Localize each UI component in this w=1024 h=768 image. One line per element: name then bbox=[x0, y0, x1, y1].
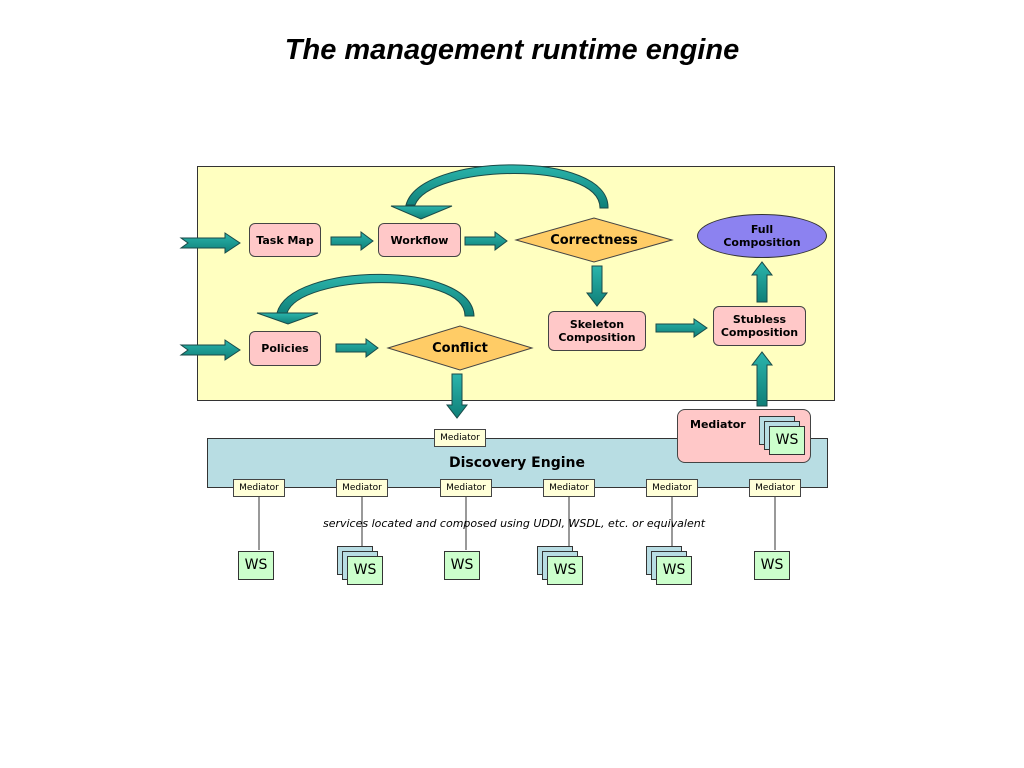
arrow-conflict-to-discovery bbox=[445, 373, 469, 419]
entry-arrow-policies bbox=[179, 339, 241, 361]
task-map-box: Task Map bbox=[249, 223, 321, 257]
mediator-5: Mediator bbox=[646, 479, 698, 497]
arrow-taskmap-to-workflow bbox=[330, 231, 374, 251]
ws-5: WS bbox=[656, 556, 692, 585]
arrow-workflow-to-correctness bbox=[464, 231, 508, 251]
workflow-box: Workflow bbox=[378, 223, 461, 257]
conflict-diamond bbox=[386, 325, 534, 371]
arrow-stubless-to-full bbox=[750, 261, 774, 303]
stubless-composition-box: Stubless Composition bbox=[713, 306, 806, 346]
services-caption: services located and composed using UDDI… bbox=[322, 517, 706, 530]
ws-3: WS bbox=[444, 551, 480, 580]
feedback-arrow-correctness-to-workflow bbox=[405, 164, 609, 209]
mediator-4: Mediator bbox=[543, 479, 595, 497]
mediator-panel-label: Mediator bbox=[690, 418, 746, 431]
ws-6: WS bbox=[754, 551, 790, 580]
mediator-2: Mediator bbox=[336, 479, 388, 497]
workflow-label: Workflow bbox=[390, 233, 449, 247]
full-composition-line1: Full bbox=[750, 223, 774, 236]
ws-2: WS bbox=[347, 556, 383, 585]
ws-1: WS bbox=[238, 551, 274, 580]
conflict-label: Conflict bbox=[432, 341, 488, 356]
arrow-correctness-to-skeleton bbox=[585, 265, 609, 307]
correctness-diamond bbox=[514, 217, 674, 263]
feedback-arrow-conflict-to-policies bbox=[276, 273, 475, 317]
correctness-label: Correctness bbox=[550, 233, 638, 248]
skeleton-line2: Composition bbox=[558, 331, 636, 344]
skeleton-composition-box: Skeleton Composition bbox=[548, 311, 646, 351]
arrow-policies-to-conflict bbox=[335, 338, 379, 358]
discovery-engine-label: Discovery Engine bbox=[448, 455, 585, 471]
arrow-mediator-to-stubless bbox=[750, 351, 774, 407]
mediator-1: Mediator bbox=[233, 479, 285, 497]
task-map-label: Task Map bbox=[256, 233, 314, 247]
full-composition-line2: Composition bbox=[723, 236, 801, 249]
full-composition-ellipse: Full Composition bbox=[697, 214, 827, 258]
mediator-6: Mediator bbox=[749, 479, 801, 497]
page-title: The management runtime engine bbox=[284, 34, 740, 66]
ws-4: WS bbox=[547, 556, 583, 585]
mediator-panel-ws: WS bbox=[769, 426, 805, 455]
entry-arrow-task-map bbox=[179, 232, 241, 254]
skeleton-line1: Skeleton bbox=[569, 318, 625, 331]
stubless-line1: Stubless bbox=[732, 313, 787, 326]
policies-label: Policies bbox=[261, 342, 309, 355]
policies-box: Policies bbox=[249, 331, 321, 366]
discovery-top-mediator: Mediator bbox=[434, 429, 486, 447]
arrow-skeleton-to-stubless bbox=[655, 318, 708, 338]
mediator-3: Mediator bbox=[440, 479, 492, 497]
stubless-line2: Composition bbox=[720, 326, 799, 339]
